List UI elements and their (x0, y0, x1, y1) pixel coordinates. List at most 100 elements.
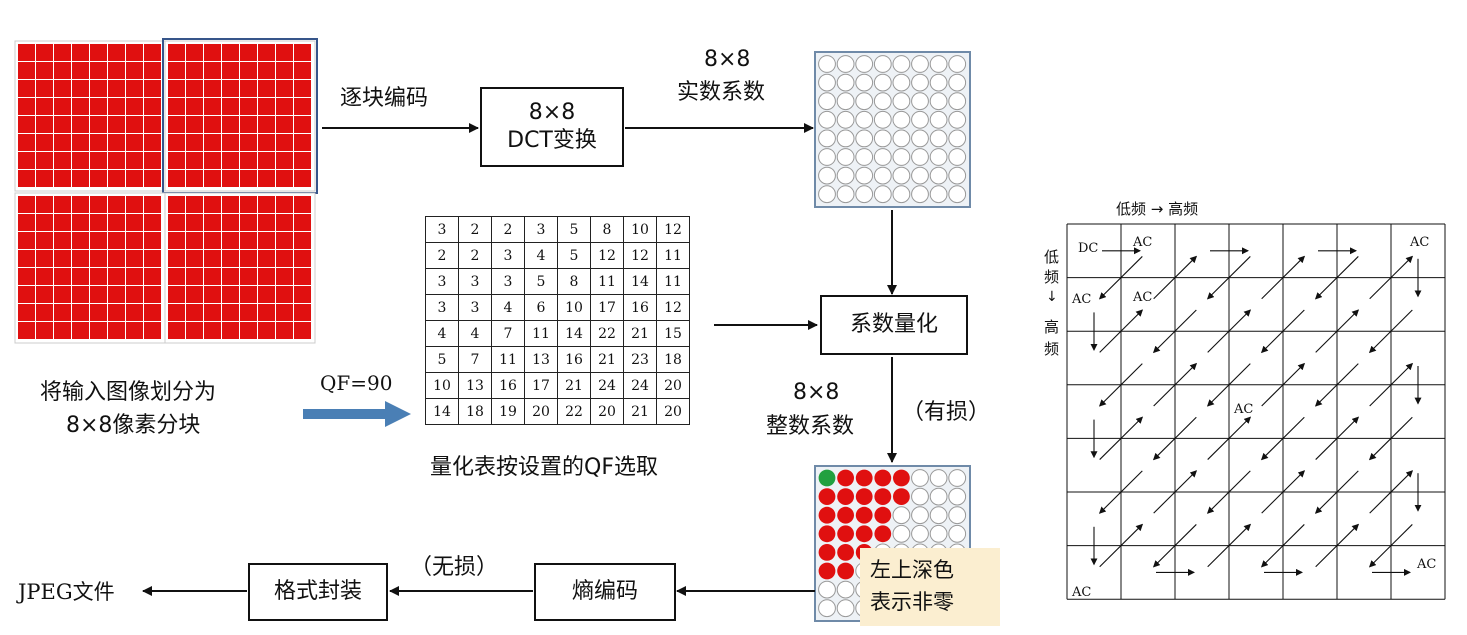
coef-zero (818, 55, 836, 73)
pixel-cell (36, 286, 53, 303)
quant-cell: 3 (458, 294, 492, 321)
quant-cell: 3 (524, 216, 558, 243)
coef-zero (892, 110, 911, 129)
pixel-cell (18, 170, 35, 187)
pixel-cell (258, 44, 275, 61)
pixel-cell (186, 152, 203, 169)
quant-cell: 21 (623, 398, 657, 425)
coef-zero (836, 92, 855, 111)
quant-cell: 17 (524, 372, 558, 399)
pixel-cell (168, 134, 185, 151)
zz-scan-step (1207, 523, 1252, 568)
zz-scan-step (1099, 309, 1144, 353)
pixel-cell (126, 304, 143, 321)
coef-zero (836, 73, 855, 92)
quant-cell: 4 (425, 320, 459, 347)
pixel-cell (240, 134, 257, 151)
zz-scan-step (1152, 524, 1197, 568)
zz-scan-step (1153, 470, 1198, 514)
coef-zero (929, 92, 948, 111)
pixel-cell (222, 152, 239, 169)
quant-cell: 7 (458, 346, 492, 373)
note-line1: 左上深色 (870, 558, 954, 582)
pixel-cell (126, 152, 143, 169)
pixel-cell (144, 304, 161, 321)
pixel-cell (204, 98, 221, 115)
pixel-cell (144, 196, 161, 213)
pixel-cell (258, 98, 275, 115)
pixel-cell (144, 170, 161, 187)
coef-grid-frame (814, 51, 971, 208)
coef-zero (873, 185, 892, 204)
coef-zero (818, 580, 836, 599)
quant-cell: 22 (557, 398, 591, 425)
zz-scan-step (1369, 255, 1414, 300)
quant-cell: 18 (656, 346, 690, 373)
pixel-cell (54, 250, 71, 267)
pixel-cell (90, 134, 107, 151)
pixel-cell (294, 134, 311, 151)
pixel-cell (126, 44, 143, 61)
pixel-cell (240, 170, 257, 187)
pixel-cell (36, 268, 53, 285)
coef-zero (948, 469, 967, 487)
pixel-cell (54, 304, 71, 321)
quant-cell: 24 (590, 372, 624, 399)
pixel-cell (54, 196, 71, 213)
coef-zero (836, 148, 855, 166)
zz-scan-step (1152, 416, 1197, 461)
zz-ac-label: AC (1072, 292, 1092, 307)
pixel-cell (186, 250, 203, 267)
quant-cell: 2 (458, 242, 492, 269)
coef-zero (818, 599, 836, 618)
quant-cell: 21 (590, 346, 624, 373)
coef-nonzero (855, 506, 873, 524)
coef-zero (911, 148, 929, 166)
coef-zero (929, 166, 948, 185)
pixel-cell (294, 268, 311, 285)
coef-zero (929, 129, 948, 148)
pixel-cell (36, 304, 53, 321)
pixel-cell (18, 268, 35, 285)
pixel-cell (144, 322, 161, 339)
label-int-coef-size: 8×8 (793, 380, 840, 405)
coef-nonzero (874, 525, 892, 543)
pixel-cell (276, 116, 293, 133)
quant-cell: 10 (557, 294, 591, 321)
coef-nonzero (818, 488, 836, 505)
pixel-cell (222, 44, 239, 61)
quant-cell: 24 (623, 372, 657, 399)
zz-scan-step (1206, 363, 1251, 407)
coef-zero (818, 110, 836, 129)
pixel-cell (90, 322, 107, 339)
coef-zero (948, 487, 967, 506)
pixel-cell (258, 134, 275, 151)
pixel-cell (168, 98, 185, 115)
pixel-cell (72, 80, 89, 97)
pixel-cell (108, 214, 125, 231)
pixel-cell (276, 98, 293, 115)
pixel-cell (108, 80, 125, 97)
pixel-cell (108, 134, 125, 151)
quant-cell: 2 (425, 242, 459, 269)
pixel-cell (204, 170, 221, 187)
zz-freq-left-1: 低 (1044, 248, 1060, 266)
coef-zero (929, 148, 948, 166)
quant-cell: 5 (557, 242, 591, 269)
pixel-cell (222, 116, 239, 133)
pixel-block (14, 40, 166, 192)
quant-cell: 12 (623, 242, 657, 269)
quant-cell: 4 (458, 320, 492, 347)
dct-box: 8×8 DCT变换 (480, 87, 624, 167)
pixel-cell (168, 44, 185, 61)
label-split-line2: 8×8像素分块 (66, 413, 201, 438)
pixel-cell (186, 304, 203, 321)
zz-ac-label: AC (1417, 557, 1437, 572)
pixel-cell (18, 322, 35, 339)
pixel-cell (276, 80, 293, 97)
quant-cell: 17 (590, 294, 624, 321)
pixel-cell (222, 286, 239, 303)
pixel-cell (54, 170, 71, 187)
